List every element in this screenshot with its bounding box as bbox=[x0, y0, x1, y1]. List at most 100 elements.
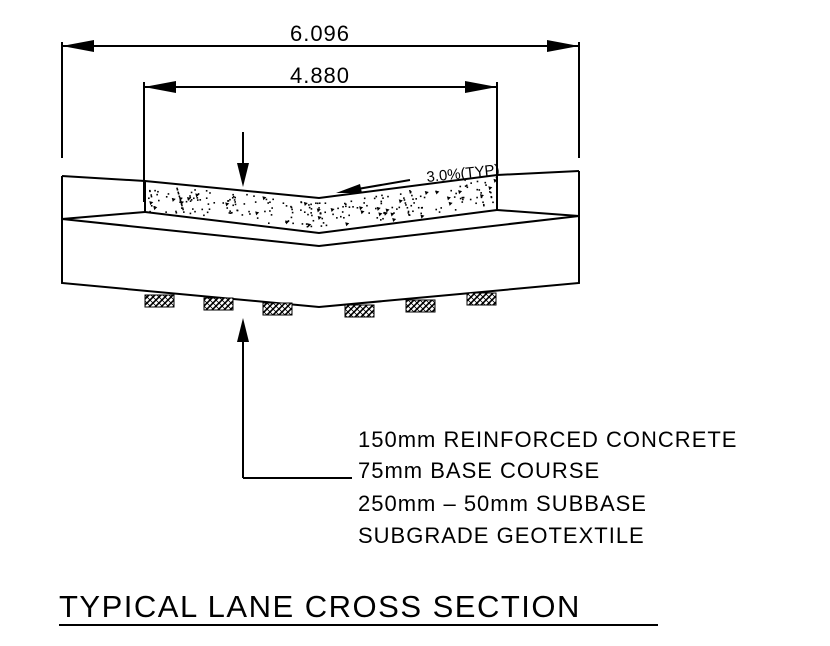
aggregate-speck bbox=[403, 199, 406, 201]
aggregate-speck bbox=[228, 212, 231, 214]
aggregate-speck bbox=[398, 206, 401, 209]
aggregate-speck bbox=[409, 191, 412, 193]
aggregate-speck bbox=[150, 194, 153, 196]
aggregate-speck bbox=[475, 202, 477, 205]
aggregate-speck bbox=[469, 198, 472, 201]
aggregate-speck bbox=[150, 195, 153, 198]
aggregate-speck bbox=[203, 214, 205, 217]
aggregate-speck bbox=[455, 192, 457, 195]
aggregate-speck bbox=[382, 217, 384, 220]
aggregate-speck bbox=[332, 213, 334, 216]
geotextile-blocks bbox=[144, 292, 497, 318]
aggregate-speck bbox=[438, 211, 441, 213]
aggregate-speck bbox=[380, 202, 383, 205]
aggregate-speck bbox=[285, 221, 287, 223]
aggregate-speck bbox=[363, 197, 366, 200]
aggregate-speck bbox=[287, 220, 290, 222]
aggregate-speck bbox=[317, 216, 322, 221]
note-geotextile: SUBGRADE GEOTEXTILE bbox=[358, 523, 645, 548]
overall-width-label: 6.096 bbox=[290, 21, 350, 46]
aggregate-speck bbox=[350, 200, 353, 203]
aggregate-speck bbox=[177, 192, 180, 195]
aggregate-speck bbox=[324, 211, 327, 214]
aggregate-speck bbox=[363, 202, 365, 204]
aggregate-speck bbox=[291, 208, 293, 211]
aggregate-speck bbox=[366, 204, 368, 207]
aggregate-speck bbox=[385, 208, 390, 213]
aggregate-speck bbox=[325, 224, 328, 227]
aggregate-speck bbox=[189, 196, 192, 199]
aggregate-speck bbox=[300, 209, 302, 211]
aggregate-speck bbox=[345, 205, 347, 208]
aggregate-speck bbox=[189, 212, 192, 215]
aggregate-speck bbox=[310, 203, 312, 206]
aggregate-speck bbox=[175, 211, 178, 214]
note-base-course: 75mm BASE COURSE bbox=[358, 458, 600, 483]
aggregate-speck bbox=[376, 206, 381, 211]
aggregate-speck bbox=[330, 208, 335, 213]
title-text: TYPICAL LANE CROSS SECTION bbox=[59, 589, 581, 624]
aggregate-speck bbox=[229, 210, 231, 212]
aggregate-speck bbox=[407, 210, 410, 213]
arrowhead-left-icon bbox=[62, 40, 94, 52]
aggregate-speck bbox=[412, 210, 414, 213]
aggregate-speck bbox=[392, 217, 397, 222]
aggregate-speck bbox=[229, 212, 232, 214]
aggregate-speck bbox=[310, 225, 313, 228]
note-subbase: 250mm – 50mm SUBBASE bbox=[358, 491, 647, 516]
aggregate-speck bbox=[341, 211, 344, 213]
aggregate-speck bbox=[343, 216, 345, 219]
aggregate-speck bbox=[189, 195, 191, 197]
arrowhead-right-icon bbox=[547, 40, 579, 52]
aggregate-speck bbox=[396, 208, 398, 210]
arrowhead-down-icon bbox=[237, 163, 249, 187]
geotextile-block bbox=[144, 294, 175, 308]
aggregate-speck bbox=[435, 208, 438, 211]
aggregate-speck bbox=[476, 196, 478, 199]
aggregate-speck bbox=[190, 191, 193, 194]
aggregate-speck bbox=[435, 190, 437, 193]
aggregate-speck bbox=[378, 212, 383, 217]
aggregate-speck bbox=[292, 222, 294, 225]
aggregate-speck bbox=[179, 201, 181, 203]
aggregate-speck bbox=[321, 217, 324, 220]
aggregate-speck bbox=[226, 207, 229, 209]
aggregate-speck bbox=[197, 193, 200, 195]
aggregate-speck bbox=[490, 191, 492, 194]
aggregate-speck bbox=[248, 210, 250, 213]
aggregate-speck bbox=[315, 202, 317, 205]
aggregate-speck bbox=[387, 195, 389, 198]
aggregate-speck bbox=[229, 198, 231, 201]
aggregate-speck bbox=[493, 178, 498, 183]
aggregate-speck bbox=[383, 212, 385, 214]
aggregate-speck bbox=[182, 208, 184, 211]
aggregate-speck bbox=[265, 198, 268, 201]
aggregate-speck bbox=[269, 201, 271, 204]
layer-leader bbox=[237, 318, 352, 479]
aggregate-speck bbox=[149, 190, 151, 193]
aggregate-speck bbox=[404, 202, 407, 204]
aggregate-speck bbox=[234, 196, 237, 199]
aggregate-speck bbox=[376, 217, 379, 219]
aggregate-speck bbox=[318, 202, 321, 204]
geotextile-block bbox=[405, 299, 436, 313]
aggregate-speck bbox=[459, 197, 462, 200]
aggregate-speck bbox=[381, 194, 383, 197]
aggregate-speck bbox=[232, 204, 235, 207]
geotextile-block bbox=[466, 292, 497, 306]
aggregate-speck bbox=[192, 208, 194, 210]
aggregate-speck bbox=[153, 206, 158, 211]
aggregate-speck bbox=[311, 214, 313, 217]
aggregate-speck bbox=[231, 196, 234, 199]
aggregate-speck bbox=[181, 204, 183, 207]
aggregate-speck bbox=[409, 191, 412, 194]
aggregate-speck bbox=[480, 196, 483, 199]
aggregate-speck bbox=[300, 201, 302, 203]
layer-notes: 150mm REINFORCED CONCRETE 75mm BASE COUR… bbox=[358, 427, 736, 548]
aggregate-speck bbox=[375, 195, 378, 198]
aggregate-speck bbox=[322, 222, 325, 224]
aggregate-speck bbox=[232, 193, 234, 196]
aggregate-speck bbox=[380, 200, 383, 203]
aggregate-speck bbox=[480, 192, 482, 194]
slab-right-bottom-line bbox=[496, 209, 580, 217]
